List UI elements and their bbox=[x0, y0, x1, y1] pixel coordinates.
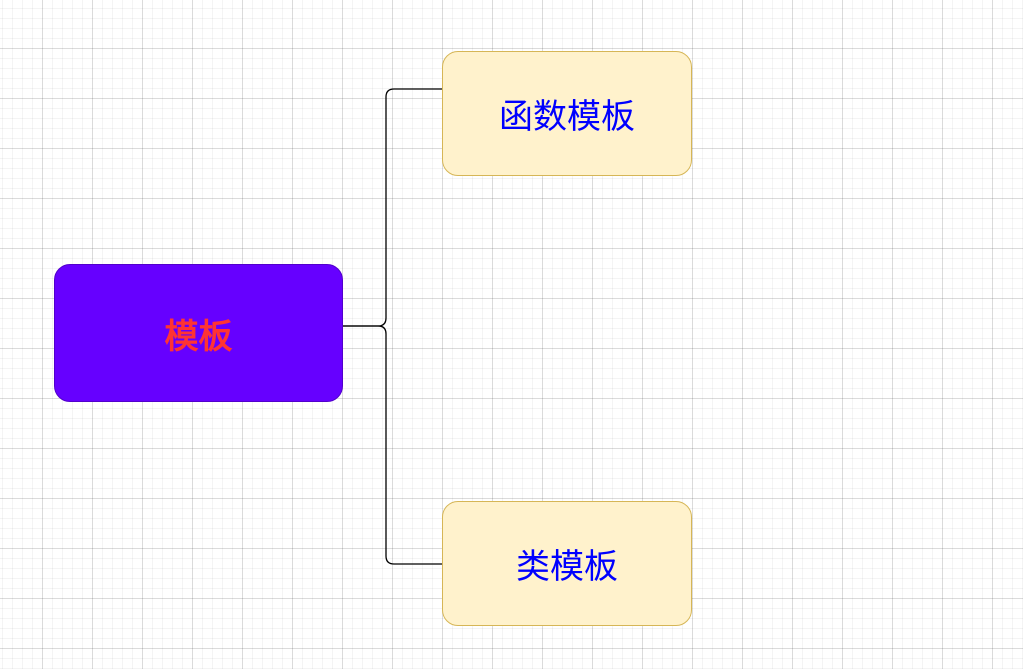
class-template-node[interactable]: 类模板 bbox=[442, 501, 692, 626]
function-template-node[interactable]: 函数模板 bbox=[442, 51, 692, 176]
connector-root-to-class-template bbox=[343, 325, 442, 565]
root-node[interactable]: 模板 bbox=[54, 264, 343, 402]
class-template-label: 类模板 bbox=[516, 547, 618, 587]
root-node-label: 模板 bbox=[164, 316, 233, 357]
function-template-label: 函数模板 bbox=[499, 97, 635, 137]
connector-root-to-function-template bbox=[343, 88, 442, 327]
